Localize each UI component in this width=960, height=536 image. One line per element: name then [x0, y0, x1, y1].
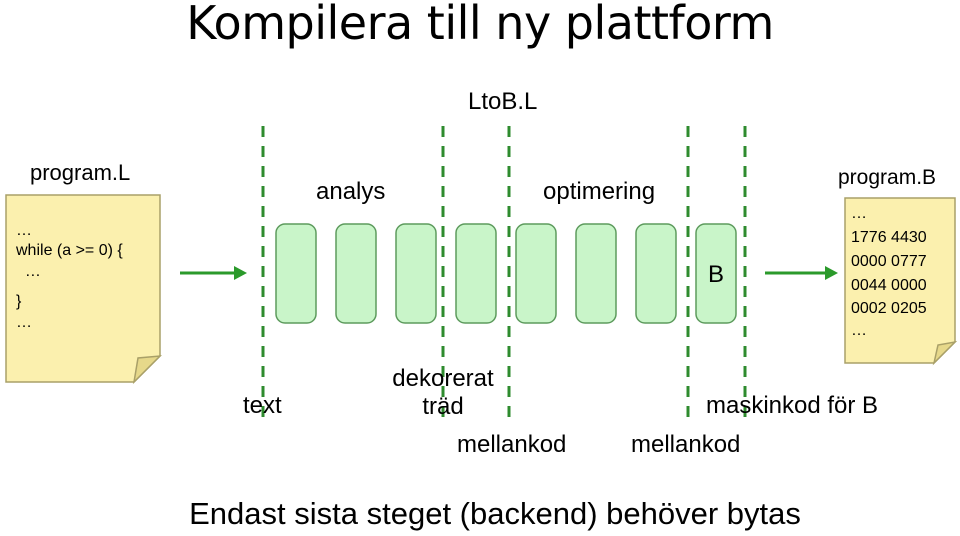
bottom-statement: Endast sista steget (backend) behöver by…	[189, 496, 801, 531]
source-line: …	[16, 222, 32, 239]
source-line: …	[16, 314, 32, 331]
phase-label-optimering: optimering	[543, 178, 656, 205]
stage-box-3	[395, 223, 437, 324]
target-line: …	[851, 205, 867, 222]
backend-stage-label: B	[708, 261, 725, 288]
stage-box-2	[335, 223, 377, 324]
repr-label-dekorerat-trad: dekorerat träd	[392, 365, 494, 420]
stage-box-4	[455, 223, 497, 324]
compiler-name-label: LtoB.L	[468, 88, 538, 115]
source-file-name: program.L	[30, 160, 131, 185]
target-line: …	[851, 322, 867, 339]
target-file-name: program.B	[838, 166, 937, 189]
target-line: 0044 0000	[851, 277, 927, 294]
source-document-fold	[132, 355, 162, 385]
repr-label-mellankod-1: mellankod	[457, 431, 567, 458]
phase-label-analys: analys	[316, 178, 386, 205]
source-line: while (a >= 0) {	[16, 242, 123, 259]
repr-label-mellankod-2: mellankod	[631, 431, 741, 458]
stage-box-6	[575, 223, 617, 324]
stage-box-7	[635, 223, 677, 324]
slide-title: Kompilera till ny plattform	[186, 0, 774, 50]
stage-box-5	[515, 223, 557, 324]
target-line: 0000 0777	[851, 253, 927, 270]
source-line: …	[16, 263, 41, 280]
source-line: }	[16, 293, 22, 310]
repr-label-text: text	[243, 392, 282, 419]
output-arrow-head	[825, 266, 838, 280]
stage-box-1	[275, 223, 317, 324]
target-document-fold	[932, 340, 958, 366]
target-line: 1776 4430	[851, 229, 927, 246]
input-arrow-head	[234, 266, 247, 280]
target-line: 0002 0205	[851, 300, 927, 317]
stage-box-backend	[695, 223, 737, 324]
repr-label-maskinkod: maskinkod för B	[706, 392, 879, 419]
